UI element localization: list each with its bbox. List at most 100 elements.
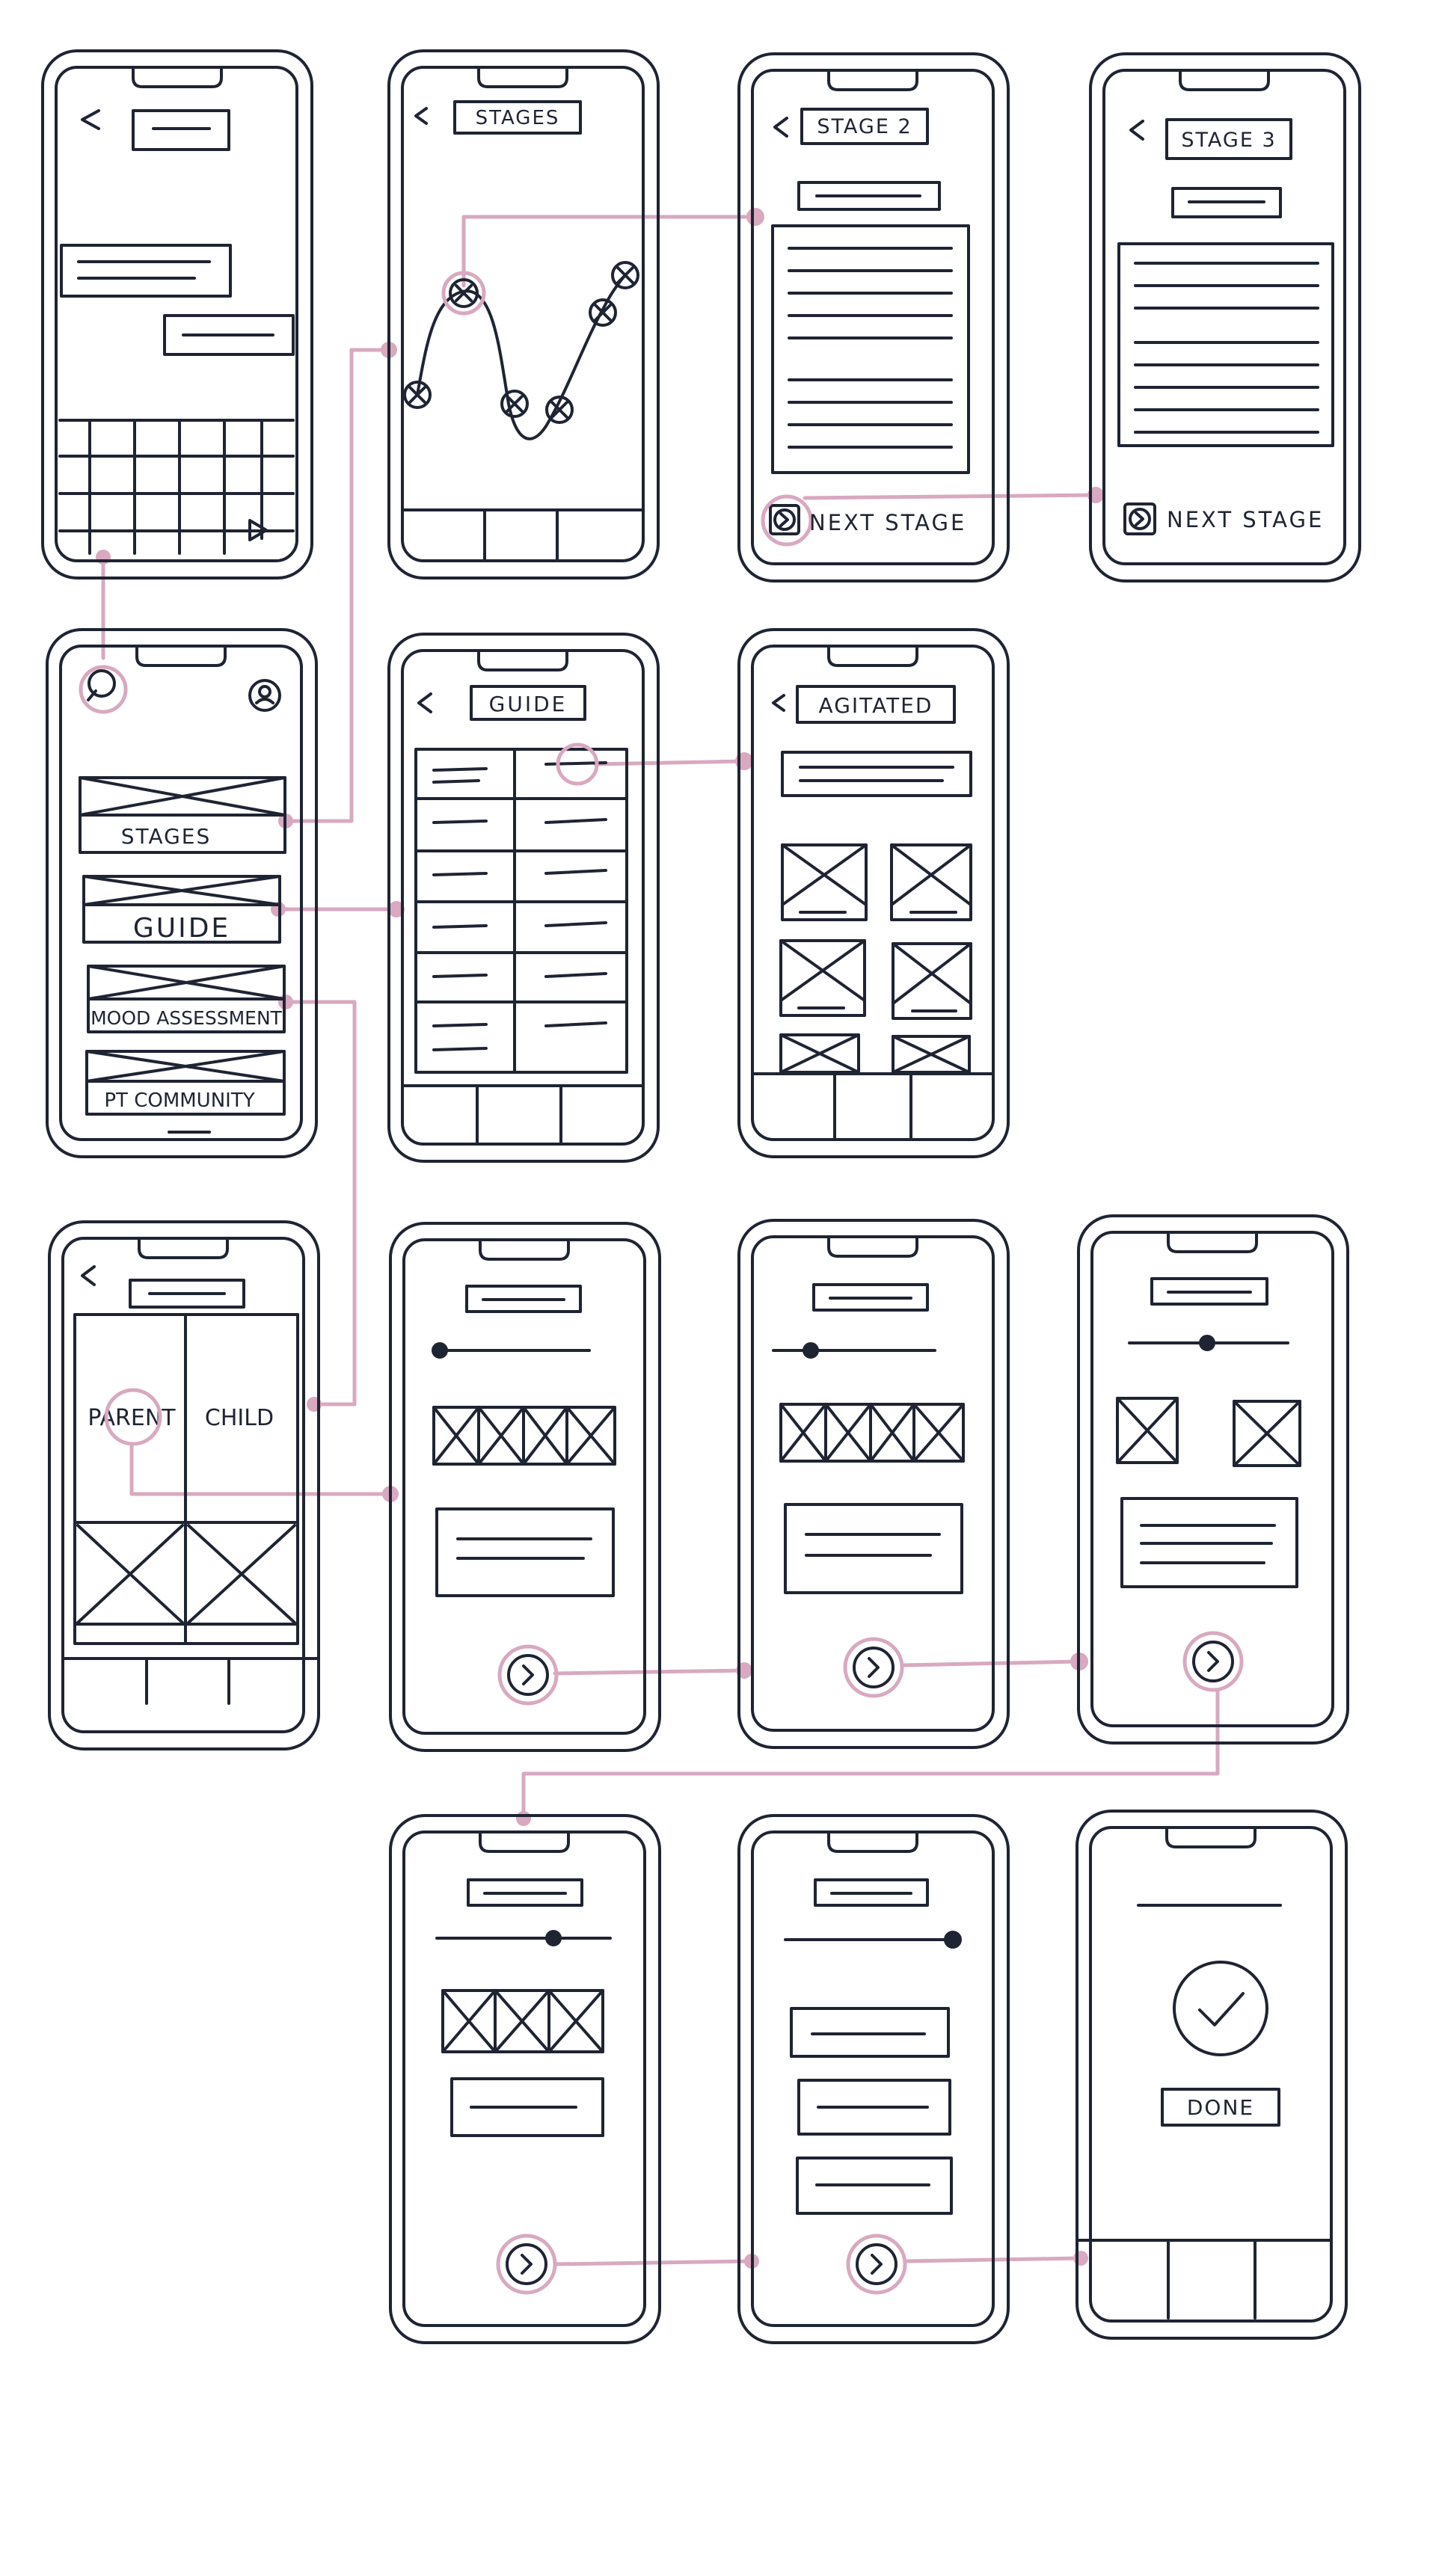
- answer-card[interactable]: [790, 2007, 950, 2058]
- connector-parent-to-assessment: [129, 1443, 393, 1496]
- subtitle-placeholder: [1171, 187, 1282, 218]
- phone-stage-3: STAGE 3 NEXT STAGE: [1089, 52, 1361, 582]
- tab-bar[interactable]: [402, 508, 643, 561]
- mood-slider[interactable]: [784, 1931, 962, 1949]
- phone-assessment-1: [389, 1222, 661, 1752]
- tab-bar[interactable]: [752, 1072, 993, 1140]
- connector-next-stage-to-stage3: [803, 493, 1098, 500]
- connector-guide-cell-to-agitated: [593, 759, 746, 766]
- answer-card[interactable]: [784, 1503, 963, 1594]
- search-icon[interactable]: [79, 665, 128, 714]
- tab-bar[interactable]: [1077, 2239, 1331, 2320]
- back-icon[interactable]: [772, 694, 785, 712]
- stage-point[interactable]: [589, 298, 617, 327]
- stage2-title: STAGE 2: [817, 115, 912, 138]
- parent-option[interactable]: PARENT: [88, 1388, 176, 1446]
- back-icon[interactable]: [417, 692, 432, 713]
- phone-stage-2: STAGE 2 NEXT STAGE: [737, 52, 1010, 582]
- mood-slider[interactable]: [435, 1930, 612, 1946]
- answer-card[interactable]: [796, 2157, 953, 2215]
- guide-cell-highlight[interactable]: [556, 743, 599, 786]
- menu-item-stages-label: STAGES: [121, 824, 212, 849]
- next-button[interactable]: [496, 2234, 557, 2295]
- stage-point[interactable]: [545, 396, 574, 424]
- calendar-grid[interactable]: [58, 419, 295, 555]
- answer-card[interactable]: [450, 2077, 604, 2137]
- back-icon[interactable]: [1129, 120, 1144, 141]
- agitated-title-box: [796, 685, 956, 724]
- stage-content-card: [771, 224, 970, 474]
- next-stage-button[interactable]: NEXT STAGE: [761, 494, 966, 547]
- mood-option[interactable]: [1233, 1400, 1301, 1467]
- profile-icon[interactable]: [248, 679, 281, 712]
- stage3-title-box: [1165, 118, 1292, 160]
- mood-slider[interactable]: [772, 1342, 936, 1359]
- answer-card[interactable]: [797, 2079, 951, 2136]
- tab-bar[interactable]: [402, 1084, 643, 1144]
- done-label: DONE: [1187, 2095, 1254, 2120]
- header-title-placeholder: [129, 1279, 245, 1309]
- stage-point[interactable]: [611, 261, 639, 289]
- stages-title: STAGES: [476, 107, 560, 129]
- back-icon[interactable]: [81, 109, 100, 130]
- tab-bar[interactable]: [63, 1657, 319, 1705]
- menu-item-stages[interactable]: STAGES: [79, 776, 286, 854]
- menu-item-guide[interactable]: GUIDE: [82, 875, 281, 944]
- answer-card[interactable]: [1120, 1497, 1298, 1588]
- back-icon[interactable]: [81, 1265, 96, 1286]
- resource-tile[interactable]: [892, 942, 972, 1020]
- phone-parent-child: PARENT CHILD: [48, 1220, 320, 1750]
- mood-options[interactable]: [441, 1989, 604, 2053]
- play-icon[interactable]: [248, 519, 268, 541]
- menu-item-guide-label: GUIDE: [133, 913, 230, 944]
- next-button[interactable]: [843, 1637, 904, 1698]
- question-title-placeholder: [465, 1285, 582, 1313]
- connector-mood-menu-to-parent-child: [283, 1000, 357, 1407]
- menu-item-pt-community[interactable]: PT COMMUNITY: [85, 1050, 286, 1116]
- menu-item-mood-assessment[interactable]: MOOD ASSESSMENT: [87, 965, 286, 1033]
- mood-slider[interactable]: [432, 1342, 591, 1359]
- done-button[interactable]: DONE: [1161, 2088, 1280, 2127]
- phone-guide: GUIDE: [387, 633, 660, 1163]
- image-placeholder: [76, 1524, 184, 1624]
- phone-assessment-2: [737, 1219, 1010, 1749]
- answer-card[interactable]: [435, 1507, 615, 1597]
- description-placeholder: [781, 751, 972, 797]
- resource-tile[interactable]: [779, 939, 866, 1017]
- resource-tile[interactable]: [779, 1033, 860, 1074]
- stage-point[interactable]: [403, 381, 432, 409]
- mood-slider-thumb: [432, 1342, 448, 1359]
- chat-bubble-outgoing: [163, 314, 295, 356]
- connector-assessment-1-to-2: [553, 1668, 746, 1676]
- mood-slider[interactable]: [1128, 1335, 1289, 1351]
- mood-option[interactable]: [1116, 1397, 1179, 1464]
- resource-tile[interactable]: [781, 843, 868, 921]
- next-button[interactable]: [1182, 1631, 1244, 1692]
- stage-point[interactable]: [500, 390, 529, 418]
- next-button[interactable]: [497, 1644, 559, 1706]
- phone-assessment-5: [737, 1814, 1010, 2344]
- check-icon: [1173, 1961, 1268, 2056]
- connector-assessment-3-to-4: [521, 1689, 1220, 1821]
- resource-tile[interactable]: [892, 1035, 971, 1074]
- stage-content-card: [1117, 242, 1334, 447]
- next-stage-label: NEXT STAGE: [1167, 507, 1324, 532]
- child-option[interactable]: CHILD: [205, 1405, 274, 1431]
- stage-point-selected[interactable]: [441, 271, 486, 316]
- next-button[interactable]: [846, 2234, 907, 2295]
- parent-child-panel: [73, 1313, 299, 1645]
- guide-table[interactable]: [414, 748, 628, 1074]
- question-title-placeholder: [1150, 1277, 1268, 1306]
- question-title-placeholder: [814, 1878, 929, 1907]
- phone-home-menu: STAGES GUIDE MOOD ASSESSMENT PT COMMUNIT…: [46, 628, 318, 1158]
- menu-item-community-label: PT COMMUNITY: [104, 1089, 254, 1112]
- next-stage-label: NEXT STAGE: [809, 510, 966, 535]
- connector-stages-menu-to-stages: [283, 348, 391, 823]
- mood-options[interactable]: [779, 1403, 965, 1463]
- mood-options[interactable]: [432, 1406, 616, 1466]
- back-icon[interactable]: [414, 107, 428, 125]
- next-stage-button[interactable]: NEXT STAGE: [1123, 502, 1324, 535]
- back-icon[interactable]: [773, 117, 788, 138]
- phone-assessment-4: [389, 1814, 661, 2344]
- resource-tile[interactable]: [890, 843, 972, 921]
